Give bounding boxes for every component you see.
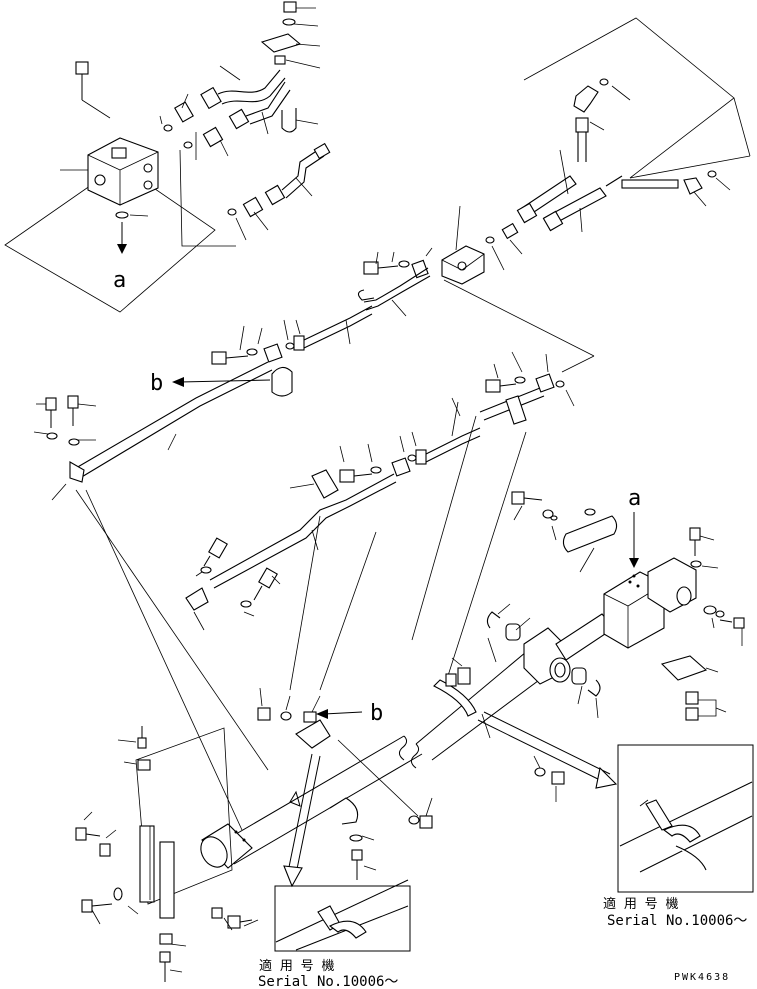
- callout-b-lower: b: [370, 701, 383, 726]
- hydraulic-cylinder: a: [200, 486, 745, 869]
- middle-pipes: b: [33, 247, 575, 631]
- inset-left-serial: Serial No.10006～: [258, 974, 398, 989]
- reference-lines: [75, 279, 595, 831]
- callout-a-lower: a: [628, 486, 641, 511]
- inset-right-title: 適 用 号 機: [603, 896, 678, 912]
- inset-left-title: 適 用 号 機: [259, 958, 334, 974]
- callout-b-upper: b: [150, 371, 163, 396]
- valve-block-assembly: a: [4, 61, 216, 313]
- inset-right-serial: Serial No.10006～: [607, 913, 747, 929]
- callout-a-upper: a: [113, 268, 126, 293]
- lower-clamp-area: b: [75, 687, 433, 982]
- inset-right: 適 用 号 機 Serial No.10006～: [603, 744, 754, 929]
- upper-right-hose-assembly: [441, 17, 751, 285]
- drawing-code: PWK4638: [674, 972, 730, 983]
- leaders-upper-left: [159, 7, 321, 241]
- inset-left: 適 用 号 機 Serial No.10006～: [258, 879, 411, 989]
- valve-hoses: [163, 1, 331, 247]
